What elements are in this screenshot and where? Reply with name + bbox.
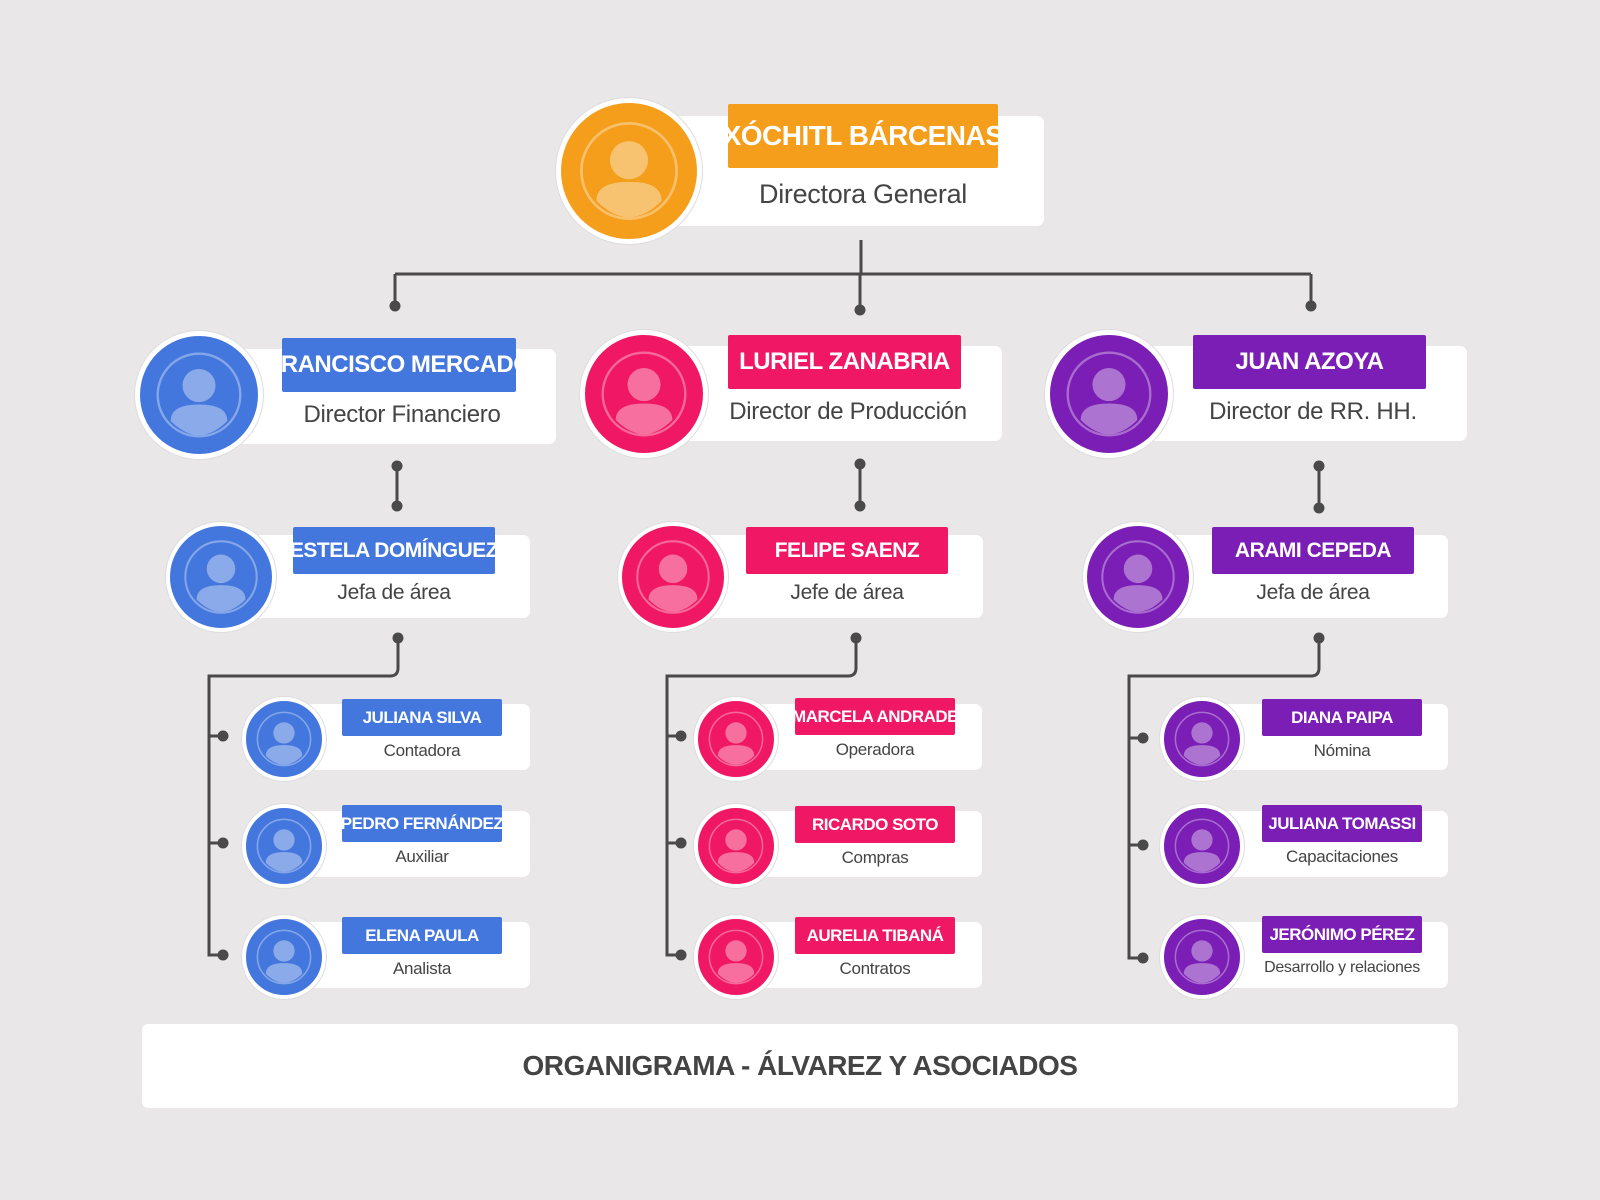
avatar [1160, 915, 1244, 999]
connector-dot [391, 500, 403, 512]
name-banner: JERÓNIMO PÉREZ [1262, 916, 1422, 953]
user-silhouette-icon [256, 929, 312, 985]
role-label: Contratos [839, 959, 911, 978]
role-label: Compras [841, 848, 909, 867]
connector-dot [675, 949, 687, 961]
connector-dot [675, 837, 687, 849]
name-banner: JULIANA TOMASSI [1262, 805, 1422, 842]
name-banner: LURIEL ZANABRIA [728, 335, 961, 389]
user-silhouette-icon [256, 711, 312, 767]
user-silhouette-icon [1174, 929, 1230, 985]
avatar [1045, 330, 1173, 458]
role-label: Jefa de área [1256, 581, 1370, 604]
connector-line [665, 638, 858, 957]
name-banner: ELENA PAULA [342, 917, 502, 954]
connector-dot [1137, 839, 1149, 851]
connector-dot [675, 730, 687, 742]
avatar [694, 804, 778, 888]
connector-dot [1313, 502, 1325, 514]
name-banner: JUAN AZOYA [1193, 335, 1426, 389]
avatar [242, 697, 326, 781]
connector-dot [1313, 460, 1325, 472]
avatar [618, 522, 728, 632]
user-silhouette-icon [184, 540, 258, 614]
role-label: Nómina [1313, 741, 1371, 760]
avatar [1160, 804, 1244, 888]
user-silhouette-icon [1174, 711, 1230, 767]
avatar [694, 697, 778, 781]
connector-dot [854, 500, 866, 512]
connector-dot [217, 949, 229, 961]
connector-dot [217, 730, 229, 742]
avatar [242, 915, 326, 999]
connector-dot [1137, 732, 1149, 744]
role-label: Auxiliar [395, 847, 449, 866]
role-label: Analista [392, 959, 452, 978]
user-silhouette-icon [1174, 818, 1230, 874]
role-label: Jefa de área [337, 581, 451, 604]
name-banner: DIANA PAIPA [1262, 699, 1422, 736]
user-silhouette-icon [1101, 540, 1175, 614]
connector-dot [391, 460, 403, 472]
avatar [1083, 522, 1193, 632]
user-silhouette-icon [156, 352, 242, 438]
connector-dot [392, 632, 404, 644]
name-banner: FELIPE SAENZ [746, 527, 948, 574]
connector-line [1127, 638, 1321, 960]
user-silhouette-icon [636, 540, 710, 614]
avatar [694, 915, 778, 999]
user-silhouette-icon [708, 929, 764, 985]
role-label: Capacitaciones [1285, 847, 1399, 866]
name-banner: PEDRO FERNÁNDEZ [342, 805, 502, 842]
avatar [135, 331, 263, 459]
role-label: Directora General [759, 178, 967, 209]
connector-dot [1305, 300, 1317, 312]
role-label: Director de Producción [729, 398, 967, 425]
name-banner: MARCELA ANDRADE [795, 698, 955, 735]
connector-dot [389, 300, 401, 312]
name-banner: ARAMI CEPEDA [1212, 527, 1414, 574]
role-label: Operadora [835, 740, 915, 759]
connector-line [393, 240, 1313, 310]
name-banner: RICARDO SOTO [795, 806, 955, 843]
connector-dot [854, 458, 866, 470]
user-silhouette-icon [1066, 351, 1152, 437]
name-banner: JULIANA SILVA [342, 699, 502, 736]
role-label: Director Financiero [303, 401, 501, 428]
role-label: Contadora [383, 741, 461, 760]
user-silhouette-icon [601, 351, 687, 437]
avatar [1160, 697, 1244, 781]
connector-dot [850, 632, 862, 644]
avatar [242, 804, 326, 888]
role-label: Director de RR. HH. [1209, 398, 1417, 425]
avatar [166, 522, 276, 632]
role-label: Desarrollo y relaciones [1264, 959, 1420, 976]
name-banner: AURELIA TIBANÁ [795, 917, 955, 954]
user-silhouette-icon [708, 711, 764, 767]
name-banner: XÓCHITL BÁRCENAS [728, 104, 998, 168]
chart-title: ORGANIGRAMA - ÁLVAREZ Y ASOCIADOS [522, 1050, 1078, 1081]
role-label: Jefe de área [790, 581, 904, 604]
connector-dot [1313, 632, 1325, 644]
user-silhouette-icon [708, 818, 764, 874]
avatar [580, 330, 708, 458]
connector-dot [217, 837, 229, 849]
footer-title-box: ORGANIGRAMA - ÁLVAREZ Y ASOCIADOS [142, 1024, 1458, 1108]
name-banner: ESTELA DOMÍNGUEZ [293, 527, 495, 574]
avatar [556, 98, 702, 244]
connector-dot [854, 304, 866, 316]
connector-line [207, 638, 400, 957]
connector-dot [1137, 952, 1149, 964]
user-silhouette-icon [256, 818, 312, 874]
name-banner: FRANCISCO MERCADO [282, 338, 516, 392]
user-silhouette-icon [580, 122, 678, 220]
